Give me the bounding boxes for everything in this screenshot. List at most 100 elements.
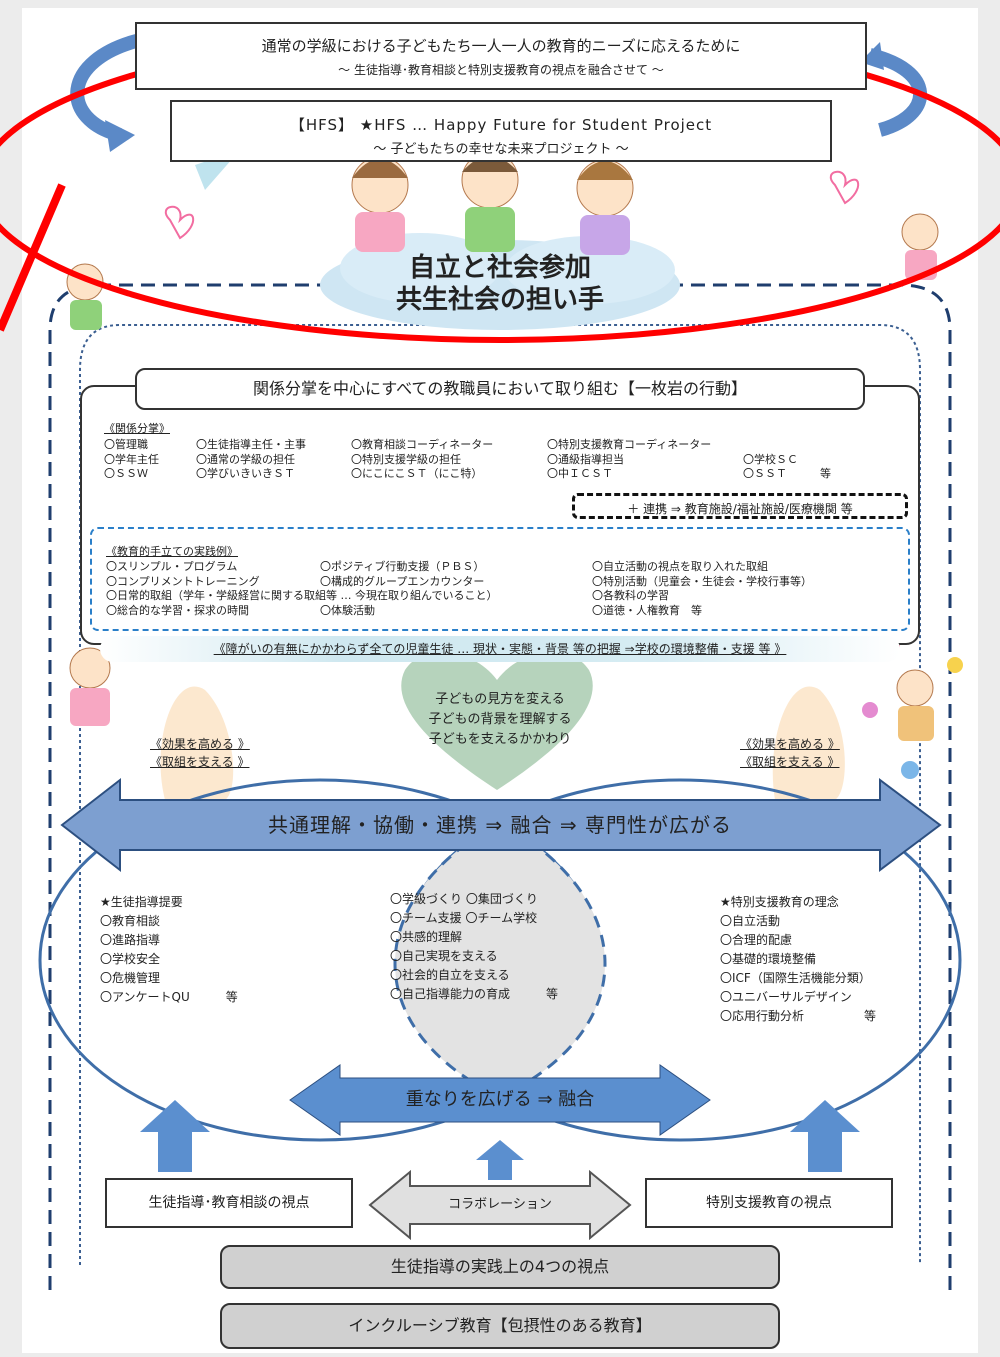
title-line2: ～ 生徒指導･教育相談と特別支援教育の視点を融合させて ～: [338, 63, 664, 77]
role-item: 〇通常の学級の担任: [196, 452, 295, 466]
grasp-text: 《障がいの有無にかかわらず全ての児童生徒 … 現状・実態・背景 等の把握 ⇒学校…: [213, 642, 787, 656]
list-item: ★特別支援教育の理念: [720, 895, 839, 909]
list-item: 〇チーム支援 〇チーム学校: [390, 911, 538, 925]
practice-item: 〇自立活動の視点を取り入れた取組: [592, 560, 768, 573]
heart-line: 子どもを支えるかかわり: [428, 732, 572, 747]
practice-item: 〇構成的グループエンカウンター: [320, 574, 485, 588]
list-item: 〇共感的理解: [390, 930, 463, 944]
left-list: ★生徒指導提要 〇教育相談 〇進路指導 〇学校安全 〇危機管理 〇アンケートQU…: [100, 893, 238, 1007]
practice-item: 〇コンプリメントトレーニング: [106, 574, 260, 588]
practice-spacer: [320, 589, 484, 604]
list-item: ★生徒指導提要: [100, 895, 183, 909]
list-item: 〇自己指導能力の育成 等: [390, 987, 559, 1001]
heart-line: 子どもの背景を理解する: [428, 712, 572, 727]
side-label: 《効果を高める 》: [150, 737, 250, 751]
roles-grid: 〇管理職 〇生徒指導主任・主事 〇教育相談コーディネーター 〇特別支援教育コーデ…: [104, 438, 863, 482]
role-item: 〇中ＩＣＳＴ: [547, 467, 613, 480]
list-item: 〇学級づくり 〇集団づくり: [390, 892, 538, 906]
list-item: 〇基礎的環境整備: [720, 952, 817, 966]
list-item: 〇アンケートQU 等: [100, 990, 238, 1004]
overlap-arrow: [289, 1064, 711, 1136]
grasp-band: 《障がいの有無にかかわらず全ての児童生徒 … 現状・実態・背景 等の把握 ⇒学校…: [100, 636, 900, 662]
role-item: 〇学びいきいきＳＴ: [196, 467, 295, 480]
heart-shape: [401, 651, 593, 790]
practices-col2: 〇ポジティブ行動支援（ＰＢＳ） 〇構成的グループエンカウンター 〇体験活動: [320, 560, 484, 618]
list-item: 〇学校安全: [100, 952, 161, 966]
hfs-line2: ～ 子どもたちの幸せな未来プロジェクト ～: [373, 142, 629, 157]
action-header: 関係分掌を中心にすべての教職員において取り組む【一枚岩の行動】: [135, 368, 865, 410]
role-item: 〇通級指導担当: [547, 452, 624, 466]
heart-text: 子どもの見方を変える 子どもの背景を理解する 子どもを支えるかかわり: [400, 690, 600, 750]
role-item: 〇学年主任: [104, 452, 159, 466]
role-item: 〇管理職: [104, 438, 148, 451]
child-figure-right-2: [896, 669, 934, 741]
list-item: 〇危機管理: [100, 971, 161, 985]
practice-item: 〇日常的取組（学年・学級経営に関する取組等 … 今現在取り組んでいること）: [106, 589, 498, 602]
role-item: 〇生徒指導主任・主事: [196, 438, 306, 451]
roles-row: 〇ＳＳＷ 〇学びいきいきＳＴ 〇にこにこＳＴ（にこ特） 〇中ＩＣＳＴ 〇ＳＳＴ …: [104, 467, 863, 482]
inner-dashed-frame: [79, 324, 921, 1265]
heart-line: 子どもの見方を変える: [435, 692, 565, 707]
big-double-arrow: [60, 777, 942, 873]
side-label: 《効果を高める 》: [740, 737, 840, 751]
practice-item: 〇道徳・人権教育 等: [592, 603, 702, 617]
list-item: 〇応用行動分析 等: [720, 1009, 877, 1023]
practice-item: 〇総合的な学習・探求の時間: [106, 603, 249, 617]
practices-title: 《教育的手立ての実践例》: [106, 545, 238, 558]
practice-item: 〇特別活動（児童会・生徒会・学校行事等）: [592, 574, 812, 588]
heart-doodle-left: [164, 205, 195, 240]
hfs-line1: 【HFS】 ★HFS … Happy Future for Student Pr…: [289, 116, 713, 134]
right-list: ★特別支援教育の理念 〇自立活動 〇合理的配慮 〇基礎的環境整備 〇ICF（国際…: [720, 893, 876, 1026]
practice-item: 〇各教科の学習: [592, 589, 669, 602]
practice-item: 〇スリンプル・プログラム: [106, 560, 238, 573]
child-figure-3: [576, 159, 634, 255]
roles-row: 〇管理職 〇生徒指導主任・主事 〇教育相談コーディネーター 〇特別支援教育コーデ…: [104, 438, 863, 453]
child-figure-1: [351, 156, 409, 252]
role-item: 〇にこにこＳＴ（にこ特）: [351, 467, 483, 480]
inclusive-box: インクルーシブ教育【包摂性のある教育】: [220, 1303, 780, 1349]
practices-box: 《教育的手立ての実践例》 〇スリンプル・プログラム 〇コンプリメントトレーニング…: [90, 527, 910, 631]
role-item: 〇特別支援学級の担任: [351, 452, 461, 466]
heart-doodle-right: [829, 170, 860, 205]
practice-item: 〇ポジティブ行動支援（ＰＢＳ）: [320, 560, 485, 573]
up-arrow-center: [476, 1140, 524, 1180]
role-item: 〇教育相談コーディネーター: [351, 438, 494, 451]
overlap-arrow-text: 重なりを広げる ⇒ 融合: [405, 1089, 595, 1110]
collaboration-text: コラボレーション: [448, 1197, 552, 1212]
list-item: 〇ユニバーサルデザイン: [720, 990, 852, 1004]
title-line1: 通常の学級における子どもたち一人一人の教育的ニーズに応えるために: [261, 37, 741, 55]
list-item: 〇合理的配慮: [720, 933, 793, 947]
center-list: 〇学級づくり 〇集団づくり 〇チーム支援 〇チーム学校 〇共感的理解 〇自己実現…: [390, 890, 558, 1004]
list-item: 〇自己実現を支える: [390, 949, 498, 963]
list-item: 〇自立活動: [720, 914, 781, 928]
bottom-right-box: 特別支援教育の視点: [645, 1178, 893, 1228]
hand-right: [772, 686, 845, 800]
role-item: 〇ＳＳＴ 等: [743, 467, 831, 480]
child-figure-left-2: [69, 647, 111, 726]
bottom-left-box: 生徒指導･教育相談の視点: [105, 1178, 353, 1228]
list-item: 〇社会的自立を支える: [390, 968, 510, 982]
collaboration-arrow: [368, 1169, 632, 1241]
list-item: 〇進路指導: [100, 933, 161, 947]
child-figure-2: [461, 151, 519, 252]
practice-item: 〇体験活動: [320, 603, 375, 617]
practices-col1: 〇スリンプル・プログラム 〇コンプリメントトレーニング 〇日常的取組（学年・学級…: [106, 560, 497, 618]
cooperation-box: ＋ 連携 ⇒ 教育施設/福祉施設/医療機関 等: [572, 493, 908, 519]
right-side-labels: 《効果を高める 》 《取組を支える 》: [740, 735, 840, 771]
four-views-box: 生徒指導の実践上の4つの視点: [220, 1245, 780, 1289]
role-item: 〇ＳＳＷ: [104, 467, 148, 480]
left-side-labels: 《効果を高める 》 《取組を支える 》: [150, 735, 250, 771]
role-item: 〇学校ＳＣ: [743, 452, 798, 466]
curved-arrow-left: [70, 33, 142, 142]
up-arrow-right: [790, 1100, 860, 1172]
hand-left: [160, 686, 234, 800]
goal-text: 自立と社会参加 共生社会の担い手: [330, 252, 670, 316]
role-item: 〇特別支援教育コーディネーター: [547, 438, 712, 451]
red-annotation-line: [0, 183, 66, 332]
big-arrow-text: 共通理解・協働・連携 ⇒ 融合 ⇒ 専門性が広がる: [268, 813, 732, 837]
goal-line1: 自立と社会参加: [408, 253, 591, 283]
side-label: 《取組を支える 》: [150, 755, 250, 769]
title-box: 通常の学級における子どもたち一人一人の教育的ニーズに応えるために ～ 生徒指導･…: [135, 22, 867, 90]
side-label: 《取組を支える 》: [740, 755, 840, 769]
